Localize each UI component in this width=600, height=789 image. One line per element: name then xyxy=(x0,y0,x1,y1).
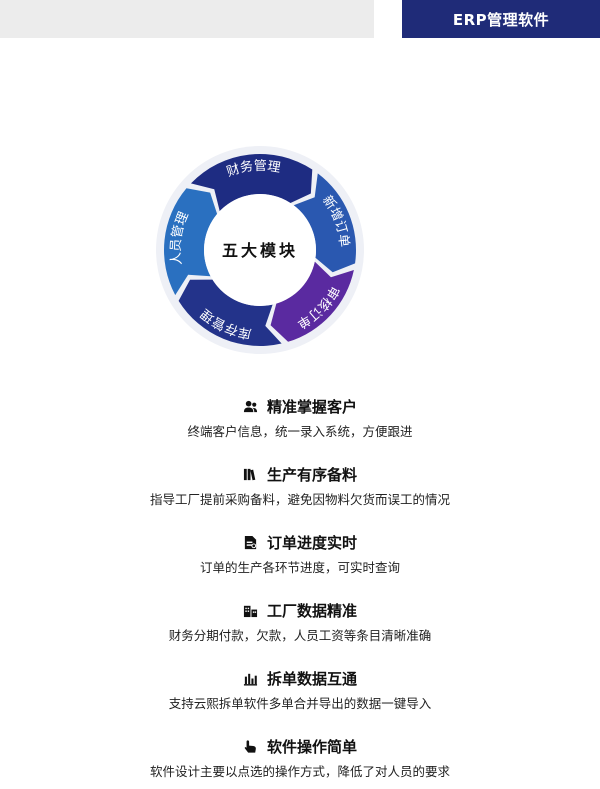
document-icon xyxy=(243,535,258,550)
feature-title-text: 订单进度实时 xyxy=(266,533,357,552)
building-icon xyxy=(243,603,258,618)
cycle-segment xyxy=(164,188,218,296)
cycle-segment xyxy=(178,279,282,346)
header-gray-bar xyxy=(0,0,374,38)
diagram-center-label: 五大模块 xyxy=(222,241,298,260)
top-bar: ERP管理软件 xyxy=(0,0,600,40)
feature-title-text: 软件操作简单 xyxy=(266,737,357,756)
feature-title: 生产有序备料 xyxy=(0,463,600,485)
feature-easy-operation: 软件操作简单 软件设计主要以点选的操作方式，降低了对人员的要求 xyxy=(0,735,600,781)
books-icon xyxy=(243,467,258,482)
feature-desc: 软件设计主要以点选的操作方式，降低了对人员的要求 xyxy=(149,764,450,779)
feature-data-exchange: 拆单数据互通 支持云熙拆单软件多单合并导出的数据一键导入 xyxy=(0,667,600,713)
feature-desc: 指导工厂提前采购备料，避免因物料欠货而误工的情况 xyxy=(149,492,450,507)
five-modules-cycle-diagram: 新增订单审核订单库存管理人员管理财务管理 五大模块 xyxy=(140,130,380,370)
cycle-segment xyxy=(293,173,356,273)
bar-chart-icon xyxy=(243,671,258,686)
feature-desc: 终端客户信息，统一录入系统，方便跟进 xyxy=(187,424,413,439)
feature-progress: 订单进度实时 订单的生产各环节进度，可实时查询 xyxy=(0,531,600,577)
feature-factory-data: 工厂数据精准 财务分期付款，欠款，人员工资等条目清晰准确 xyxy=(0,599,600,645)
feature-title: 拆单数据互通 xyxy=(0,667,600,689)
feature-desc: 订单的生产各环节进度，可实时查询 xyxy=(199,560,400,575)
feature-title-text: 生产有序备料 xyxy=(266,465,357,484)
feature-desc: 支持云熙拆单软件多单合并导出的数据一键导入 xyxy=(168,696,432,711)
diagram-center xyxy=(204,194,316,306)
feature-title-text: 工厂数据精准 xyxy=(266,601,357,620)
feature-customers: 精准掌握客户 终端客户信息，统一录入系统，方便跟进 xyxy=(0,395,600,441)
feature-desc: 财务分期付款，欠款，人员工资等条目清晰准确 xyxy=(168,628,432,643)
cycle-segment xyxy=(270,261,354,342)
feature-title-text: 拆单数据互通 xyxy=(266,669,357,688)
users-icon xyxy=(243,399,258,414)
cycle-segment xyxy=(190,154,313,212)
pointer-hand-icon xyxy=(243,739,258,754)
feature-title: 工厂数据精准 xyxy=(0,599,600,621)
feature-title: 软件操作简单 xyxy=(0,735,600,757)
feature-title: 精准掌握客户 xyxy=(0,395,600,417)
feature-title: 订单进度实时 xyxy=(0,531,600,553)
feature-title-text: 精准掌握客户 xyxy=(266,397,357,416)
product-badge: ERP管理软件 xyxy=(402,0,600,38)
feature-materials: 生产有序备料 指导工厂提前采购备料，避免因物料欠货而误工的情况 xyxy=(0,463,600,509)
